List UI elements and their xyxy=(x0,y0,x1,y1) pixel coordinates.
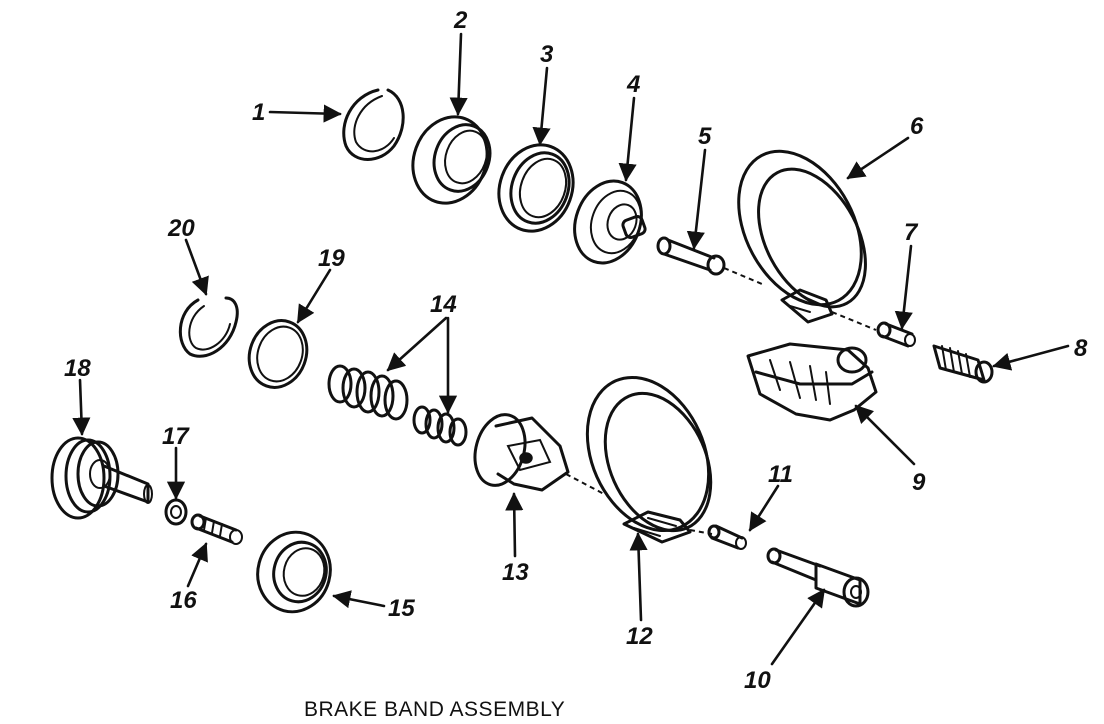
part-snap-ring-1 xyxy=(342,88,405,161)
callout-5: 5 xyxy=(698,123,712,150)
part-pin-11 xyxy=(707,524,747,550)
callout-2: 2 xyxy=(453,7,468,34)
part-servo-13 xyxy=(473,413,605,495)
leader-lines xyxy=(72,32,1070,666)
part-pin-16 xyxy=(190,513,243,545)
part-pin-5 xyxy=(656,236,763,285)
callout-8: 8 xyxy=(1074,335,1088,362)
part-piston-4 xyxy=(573,179,647,265)
part-bracket-9 xyxy=(746,342,878,422)
callout-19: 19 xyxy=(318,245,345,272)
callout-13: 13 xyxy=(502,559,529,586)
callout-17: 17 xyxy=(162,423,190,450)
part-ring-19 xyxy=(247,319,309,389)
part-ring-3 xyxy=(497,143,575,233)
part-spring-14a xyxy=(327,364,409,421)
part-seal-15 xyxy=(256,530,332,614)
callout-7: 7 xyxy=(904,219,919,246)
callout-18: 18 xyxy=(64,355,91,382)
part-spring-14b xyxy=(412,405,468,447)
callout-14: 14 xyxy=(430,291,457,318)
callout-12: 12 xyxy=(626,623,653,650)
part-threaded-pin-8 xyxy=(932,344,994,384)
callout-3: 3 xyxy=(540,41,554,68)
callout-10: 10 xyxy=(744,667,771,694)
callout-20: 20 xyxy=(167,215,195,242)
callout-1: 1 xyxy=(252,99,265,126)
diagram-caption: BRAKE BAND ASSEMBLY xyxy=(304,698,565,721)
part-snap-ring-20 xyxy=(178,296,239,358)
part-brake-band-6 xyxy=(737,149,877,331)
callout-9: 9 xyxy=(912,469,926,496)
callout-15: 15 xyxy=(388,595,415,622)
part-seal-2 xyxy=(411,115,492,205)
callout-4: 4 xyxy=(626,71,640,98)
callout-16: 16 xyxy=(170,587,197,614)
callout-11: 11 xyxy=(768,461,793,488)
part-washer-17 xyxy=(164,498,188,526)
part-piston-18 xyxy=(50,436,153,520)
part-pin-7 xyxy=(876,321,916,348)
callout-6: 6 xyxy=(910,113,924,140)
part-brake-band-12 xyxy=(585,375,713,544)
part-adjuster-10 xyxy=(766,547,870,608)
